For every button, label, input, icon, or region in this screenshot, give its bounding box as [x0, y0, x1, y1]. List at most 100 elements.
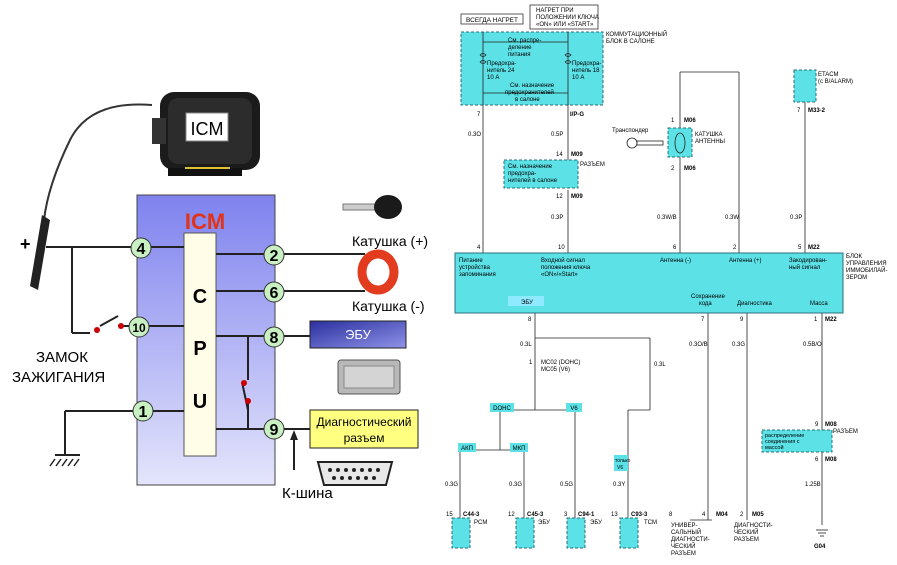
variant-label: V6: [617, 465, 623, 471]
ecu-box: [309, 320, 407, 349]
unit-signal-label: ЭБУ: [521, 300, 533, 306]
coil-plus-label: Катушка (+): [352, 233, 428, 249]
pin-6: 6: [263, 281, 285, 303]
right-wires: [459, 71, 828, 537]
universal-diag-label: САЛЬНЫЙ: [671, 528, 701, 536]
pin-label: 2: [671, 166, 675, 172]
see-fuses-note: См. назначение: [510, 83, 555, 89]
unit-signal-label: Диагностика: [737, 301, 772, 307]
connector-label: M08: [825, 422, 837, 428]
connector-label: M09: [571, 152, 583, 158]
pin-label: 8: [669, 512, 673, 518]
unit-signal-label: Закодирован-: [789, 258, 827, 264]
pin-label: 12: [508, 512, 515, 518]
transponder-label: Транспондер: [612, 128, 649, 134]
universal-diag-label: РАЗЪЕМ: [671, 551, 696, 557]
junction-label: КОММУТАЦИОННЫЙ: [606, 30, 667, 38]
left-schematic: ICM ICM C P U: [12, 92, 428, 502]
unit-signal-label: запоминания: [459, 272, 496, 278]
ground-distribution-note: соединения с: [765, 439, 800, 445]
pcm-box: [451, 517, 471, 549]
ecu-box-1: [515, 517, 535, 549]
see-fuses-note: нителей в салоне: [508, 177, 558, 184]
etacm-box: [793, 69, 817, 103]
pin-label: 14: [556, 152, 563, 158]
unit-signal-label: Питание: [459, 258, 483, 264]
pin-label: 5: [798, 245, 802, 251]
see-fuses-note: предохра-: [508, 171, 536, 177]
obd-connector-picture: [316, 461, 394, 486]
device-label: ЭБУ: [538, 520, 550, 526]
ecu-tag-highlight: [508, 296, 544, 306]
pin-label: 2: [733, 245, 737, 251]
right-schematic: ВСЕГДА НАГРЕТ НАГРЕТ ПРИ ПОЛОЖЕНИИ КЛЮЧА…: [445, 4, 887, 557]
connector-label: I/P-G: [570, 112, 584, 118]
switch-contact-dot: [245, 398, 251, 404]
always-hot-label: ВСЕГДА НАГРЕТ: [466, 17, 518, 24]
svg-text:9: 9: [270, 422, 279, 439]
pin-label: 13: [611, 512, 618, 518]
coil-icon: [674, 132, 686, 154]
pin-label: 6: [673, 245, 677, 251]
hot-on-start-box: [529, 4, 599, 30]
pin-9: 9: [263, 418, 285, 440]
junction-label: БЛОК В САЛОНЕ: [606, 39, 655, 45]
unit-signal-label: Масса: [810, 301, 828, 307]
connector-label: M05: [752, 512, 764, 518]
connector-label: РАЗЪЕМ: [833, 429, 858, 435]
wire-label: 0.3O: [468, 132, 481, 138]
pin-2: 2: [263, 244, 285, 266]
connector-label: C93-3: [631, 512, 648, 518]
pin-label: 4: [702, 512, 706, 518]
unit-title: ЗЕРОМ: [846, 275, 867, 281]
wire-label: 0.3O/B: [689, 342, 708, 348]
wire-label: 0.3Y: [613, 482, 625, 488]
wire-label: 0.3L: [520, 342, 532, 348]
always-hot-box: [460, 13, 524, 25]
see-fuses-note: предохранителей: [505, 89, 554, 96]
wire-label: 0.5G: [560, 482, 573, 488]
svg-text:6: 6: [270, 285, 279, 302]
switch-contact-dot: [118, 323, 124, 329]
pin-label: 15: [446, 512, 453, 518]
connector-label: M09: [571, 194, 583, 200]
connector-label: M04: [716, 512, 728, 518]
universal-diag-label: ДИАГНОСТИ-: [671, 537, 710, 543]
switch-contact-dot: [94, 327, 100, 333]
power-distribution-note: деление: [508, 45, 532, 51]
connector-label: M22: [825, 317, 837, 323]
fuse24-label: 10 А: [487, 75, 499, 81]
diag-connector-box: [309, 409, 419, 449]
power-distribution-note: См. распре-: [508, 38, 541, 44]
pin-label: 4: [477, 245, 481, 251]
unit-signal-label: «ON»/«Start»: [541, 272, 578, 278]
diag-connector-label: ЧЕСКИЙ: [734, 528, 758, 536]
kbus-label: К-шина: [282, 485, 333, 502]
pin-label: 8: [528, 317, 532, 323]
pin-label: 12: [556, 194, 563, 200]
pin-10: 10: [128, 316, 150, 338]
diag-connector-label: РАЗЪЕМ: [734, 537, 759, 543]
ground-distribution-note: распределение: [765, 433, 804, 439]
pin-label: 7: [797, 108, 801, 114]
icm-title: ICM: [185, 209, 225, 234]
svg-text:2: 2: [270, 248, 279, 265]
svg-text:4: 4: [137, 241, 146, 258]
connector-label: РАЗЪЕМ: [580, 162, 605, 168]
connector-label: C44-3: [463, 512, 480, 518]
wire-label: 1.25B: [805, 482, 821, 488]
see-fuses-note: в салоне: [515, 97, 540, 103]
antenna-coil-label: КАТУШКА: [695, 132, 723, 138]
ignition-label-line1: ЗАМОК: [36, 349, 88, 366]
unit-signal-label: положения ключа: [541, 265, 591, 271]
mkp-tag: [510, 443, 528, 452]
coil-ring: [357, 249, 399, 295]
wire-label: 0.3G: [445, 482, 458, 488]
ecu-label: ЭБУ: [345, 327, 372, 342]
wire-label: 0.3G: [732, 342, 745, 348]
dohc-tag: [490, 403, 514, 412]
unit-title: ИММОБИЛАЙ-: [846, 266, 887, 274]
only-v6-tag: [614, 455, 628, 471]
ecu-box-2: [566, 517, 586, 549]
